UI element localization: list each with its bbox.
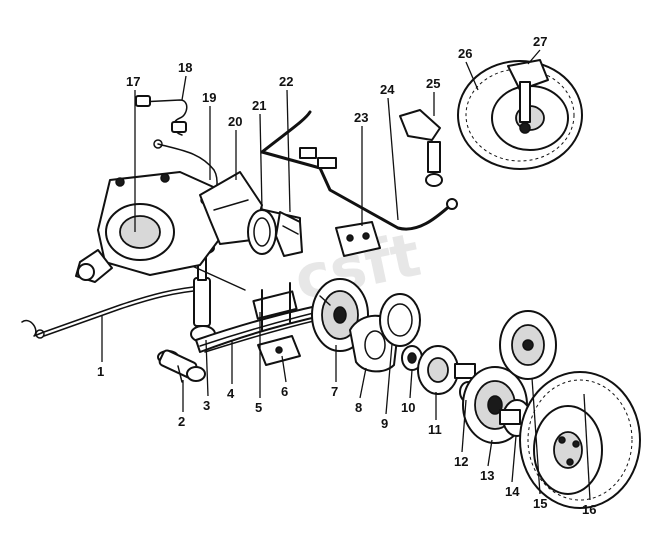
- callout-10: 10: [401, 400, 415, 415]
- part-27-spare-carrier: [507, 59, 549, 134]
- part-25-link: [399, 109, 443, 187]
- part-5-u-bolt-plate: [252, 282, 298, 331]
- part-22-retainer: [275, 211, 303, 257]
- callout-11: 11: [428, 422, 442, 437]
- callout-8: 8: [355, 400, 362, 415]
- callout-17: 17: [126, 74, 140, 89]
- callout-27: 27: [533, 34, 547, 49]
- part-2-bushing-bolt: [157, 349, 206, 383]
- part-6-spring-plate: [257, 335, 301, 366]
- part-23-bracket: [335, 221, 381, 257]
- callout-24: 24: [380, 82, 395, 97]
- part-24-stabiliser-bar: [260, 110, 458, 231]
- callout-14: 14: [505, 484, 520, 499]
- part-1-brake-cable: [21, 285, 206, 339]
- callout-13: 13: [480, 468, 494, 483]
- callout-5: 5: [255, 400, 262, 415]
- callout-3: 3: [203, 398, 210, 413]
- callout-2: 2: [178, 414, 185, 429]
- callout-12: 12: [454, 454, 468, 469]
- part-16-wheel-tyre: [519, 371, 641, 509]
- part-17-differential: [75, 171, 231, 283]
- callout-7: 7: [331, 384, 338, 399]
- callout-20: 20: [228, 114, 242, 129]
- callout-9: 9: [381, 416, 388, 431]
- callout-6: 6: [281, 384, 288, 399]
- callout-1: 1: [97, 364, 104, 379]
- part-18-brake-pipe: [135, 95, 188, 136]
- callout-19: 19: [202, 90, 216, 105]
- callout-15: 15: [533, 496, 547, 511]
- callout-18: 18: [178, 60, 192, 75]
- callout-21: 21: [252, 98, 266, 113]
- callout-22: 22: [279, 74, 293, 89]
- callout-4: 4: [227, 386, 235, 401]
- part-11-hub: [417, 345, 476, 395]
- part-9-seal: [379, 293, 421, 347]
- part-7-backing-plate: [311, 278, 369, 352]
- callout-16: 16: [582, 502, 596, 517]
- callout-26: 26: [458, 46, 472, 61]
- leader-lines: [101, 49, 591, 501]
- callout-23: 23: [354, 110, 368, 125]
- part-21-seal: [247, 209, 277, 255]
- callout-25: 25: [426, 76, 440, 91]
- part-15-drum: [499, 310, 557, 380]
